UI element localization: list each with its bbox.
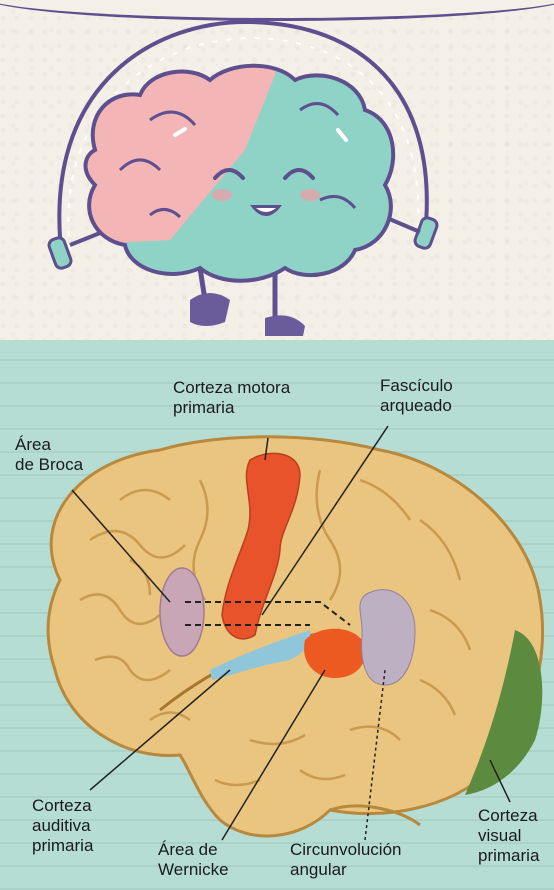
- shoe-left-icon: [190, 293, 230, 326]
- rope-handle-right-icon: [413, 216, 438, 250]
- region-angular-gyrus: [360, 590, 415, 685]
- label-corteza-visual: Corteza visual primaria: [478, 806, 539, 866]
- label-corteza-motora: Corteza motora primaria: [173, 378, 290, 418]
- label-circunvolucion-angular: Circunvolución angular: [290, 840, 402, 880]
- region-broca: [160, 568, 204, 656]
- brain-diagram-panel: Corteza motora primaria Fascículo arquea…: [0, 340, 554, 890]
- label-area-wernicke: Área de Wernicke: [158, 840, 229, 880]
- label-fasciculo-arqueado: Fascículo arqueado: [380, 376, 453, 416]
- shoe-right-icon: [265, 315, 305, 336]
- label-area-broca: Área de Broca: [15, 435, 83, 475]
- cartoon-brain-body: [70, 50, 430, 310]
- cartoon-brain-jumping-rope: [0, 0, 554, 340]
- label-corteza-auditiva: Corteza auditiva primaria: [32, 796, 93, 856]
- illustration-panel: [0, 0, 554, 340]
- rope-handle-left-icon: [47, 236, 72, 270]
